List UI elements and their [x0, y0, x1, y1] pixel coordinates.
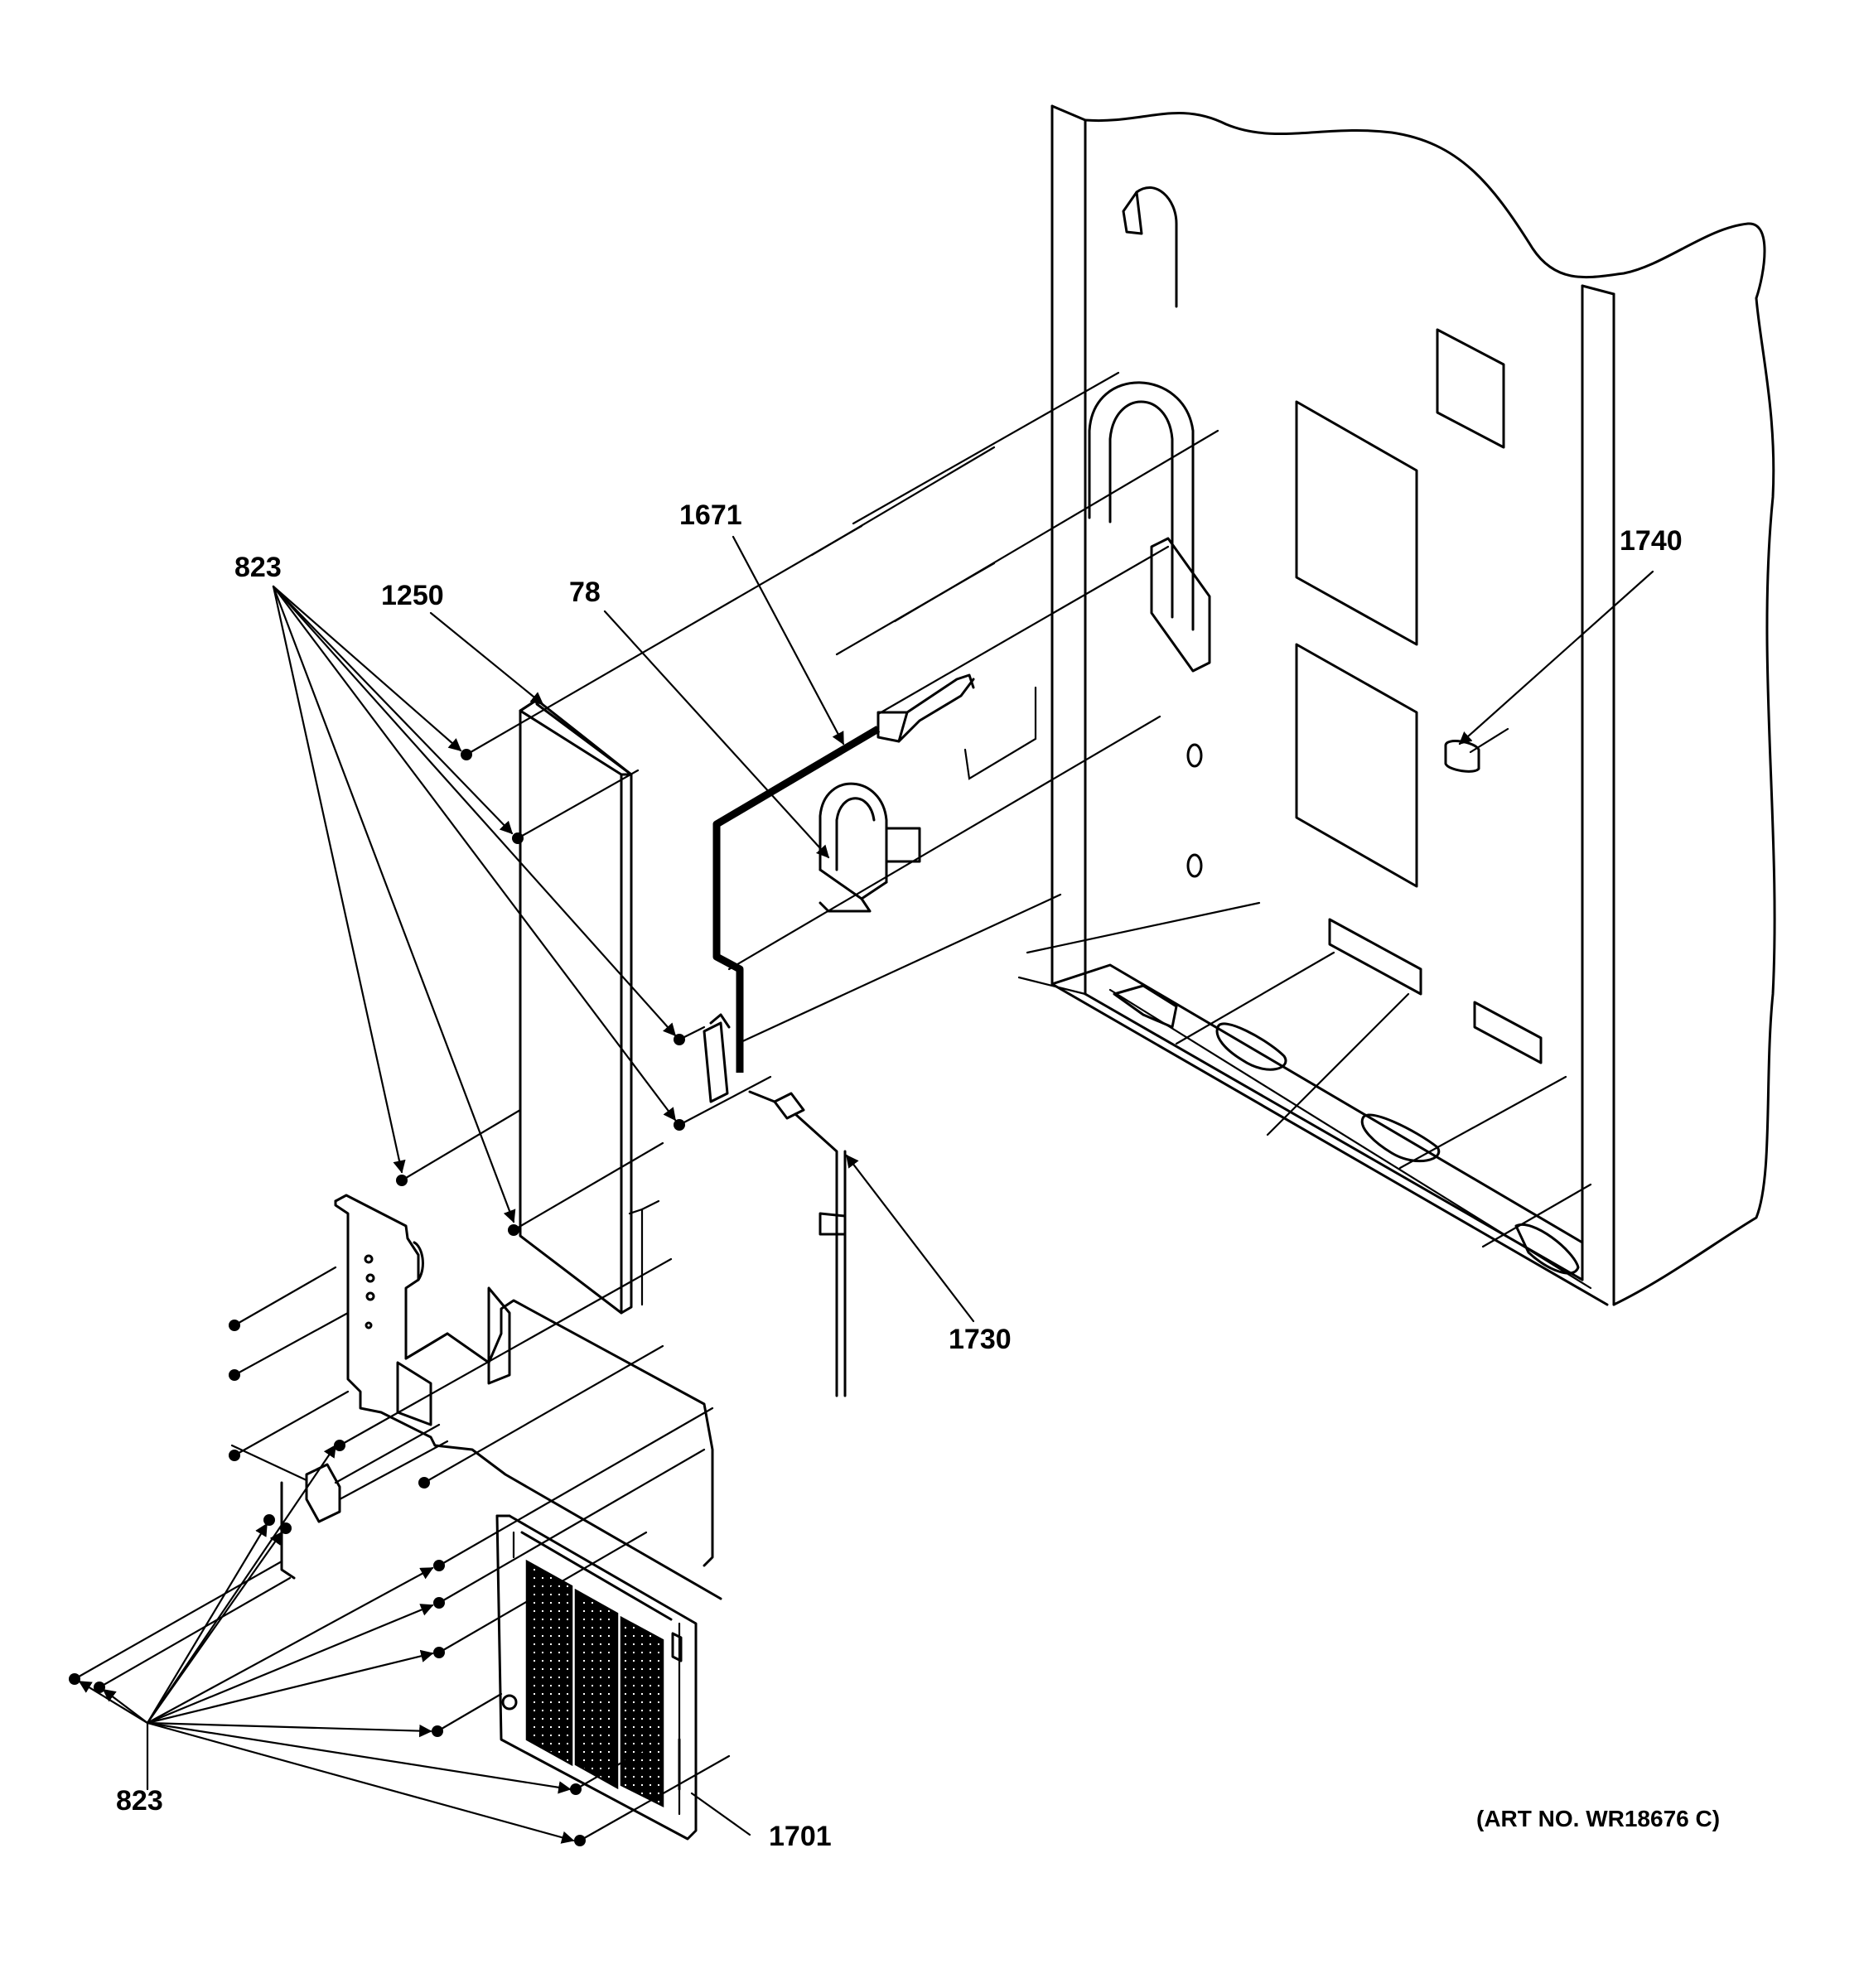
- art-number: (ART NO. WR18676 C): [1476, 1806, 1721, 1831]
- drain-tube-1671: [712, 673, 975, 1073]
- grille-1701: [495, 1514, 698, 1841]
- callout-1740: 1740: [1620, 525, 1683, 557]
- callout-823-bottom: 823: [116, 1785, 163, 1817]
- bracket-small: [703, 1013, 731, 1103]
- callout-1701: 1701: [769, 1821, 832, 1852]
- callout-1730: 1730: [949, 1324, 1012, 1355]
- mounting-bracket: [334, 1194, 722, 1600]
- callout-78: 78: [569, 577, 601, 608]
- leader-lines: [78, 535, 1654, 1844]
- callout-1671: 1671: [679, 499, 742, 531]
- screw-set-823: [69, 524, 863, 1846]
- plug-1740: [1444, 727, 1509, 773]
- wire-connector: [280, 1423, 449, 1580]
- hose-clip-78: [819, 782, 921, 913]
- callout-823-top: 823: [234, 552, 282, 583]
- callout-1250: 1250: [381, 580, 444, 611]
- sensor-wire-1730: [748, 1090, 847, 1397]
- cabinet-back-panel: [727, 104, 1776, 1306]
